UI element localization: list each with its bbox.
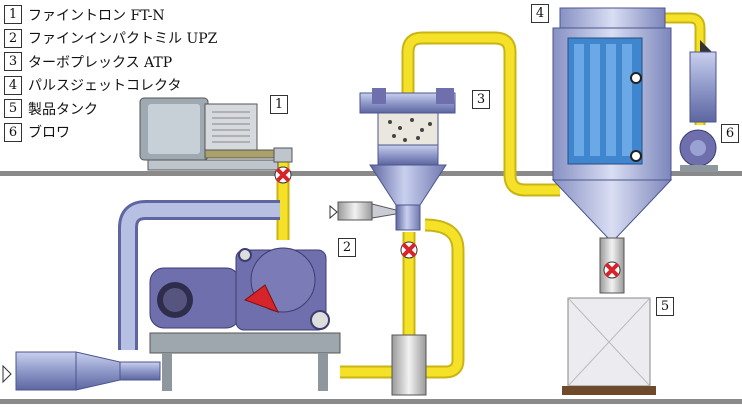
upper-floor: [0, 171, 742, 176]
legend-item: 2 ファインインパクトミル UPZ: [4, 27, 217, 51]
valve-feeder: [274, 166, 292, 184]
legend-number: 2: [4, 28, 22, 48]
turboplex-classifier: [329, 88, 456, 231]
callout-1: 1: [270, 95, 288, 114]
valve-cyclone: [400, 241, 418, 259]
legend-label: ファイントロン FT-N: [28, 7, 165, 24]
air-inlet-duct: [2, 351, 161, 391]
rotary-valves: [274, 166, 621, 279]
legend-item: 5 製品タンク: [4, 97, 217, 121]
legend-item: 4 パルスジェットコレクタ: [4, 74, 217, 98]
legend-number: 1: [4, 5, 22, 25]
callout-5: 5: [656, 297, 674, 316]
legend-number: 5: [4, 99, 22, 119]
callout-2: 2: [338, 238, 356, 257]
valve-collector: [603, 261, 621, 279]
legend-label: ブロワ: [28, 125, 70, 142]
ground-floor: [0, 399, 742, 404]
pulse-jet-collector: [551, 7, 673, 294]
legend-number: 6: [4, 122, 22, 142]
finetron-feeder: [139, 97, 293, 171]
legend-label: ファインインパクトミル UPZ: [28, 31, 218, 48]
legend-number: 4: [4, 75, 22, 95]
callout-3: 3: [472, 90, 490, 109]
equipment-legend: 1 ファイントロン FT-N 2 ファインインパクトミル UPZ 3 ターボプレ…: [4, 3, 217, 144]
yellow-piping: [276, 12, 706, 379]
legend-label: ターボプレックス ATP: [28, 54, 173, 71]
legend-label: パルスジェットコレクタ: [28, 78, 182, 95]
product-tank: [562, 297, 656, 395]
legend-number: 3: [4, 52, 22, 72]
legend-item: 1 ファイントロン FT-N: [4, 3, 217, 27]
callout-6: 6: [721, 124, 739, 143]
fine-impact-mill: [149, 247, 341, 391]
blower: [679, 40, 718, 172]
callout-4: 4: [531, 4, 549, 23]
legend-label: 製品タンク: [28, 101, 98, 118]
discharge-drum: [391, 334, 427, 396]
legend-item: 6 ブロワ: [4, 121, 217, 145]
legend-item: 3 ターボプレックス ATP: [4, 50, 217, 74]
